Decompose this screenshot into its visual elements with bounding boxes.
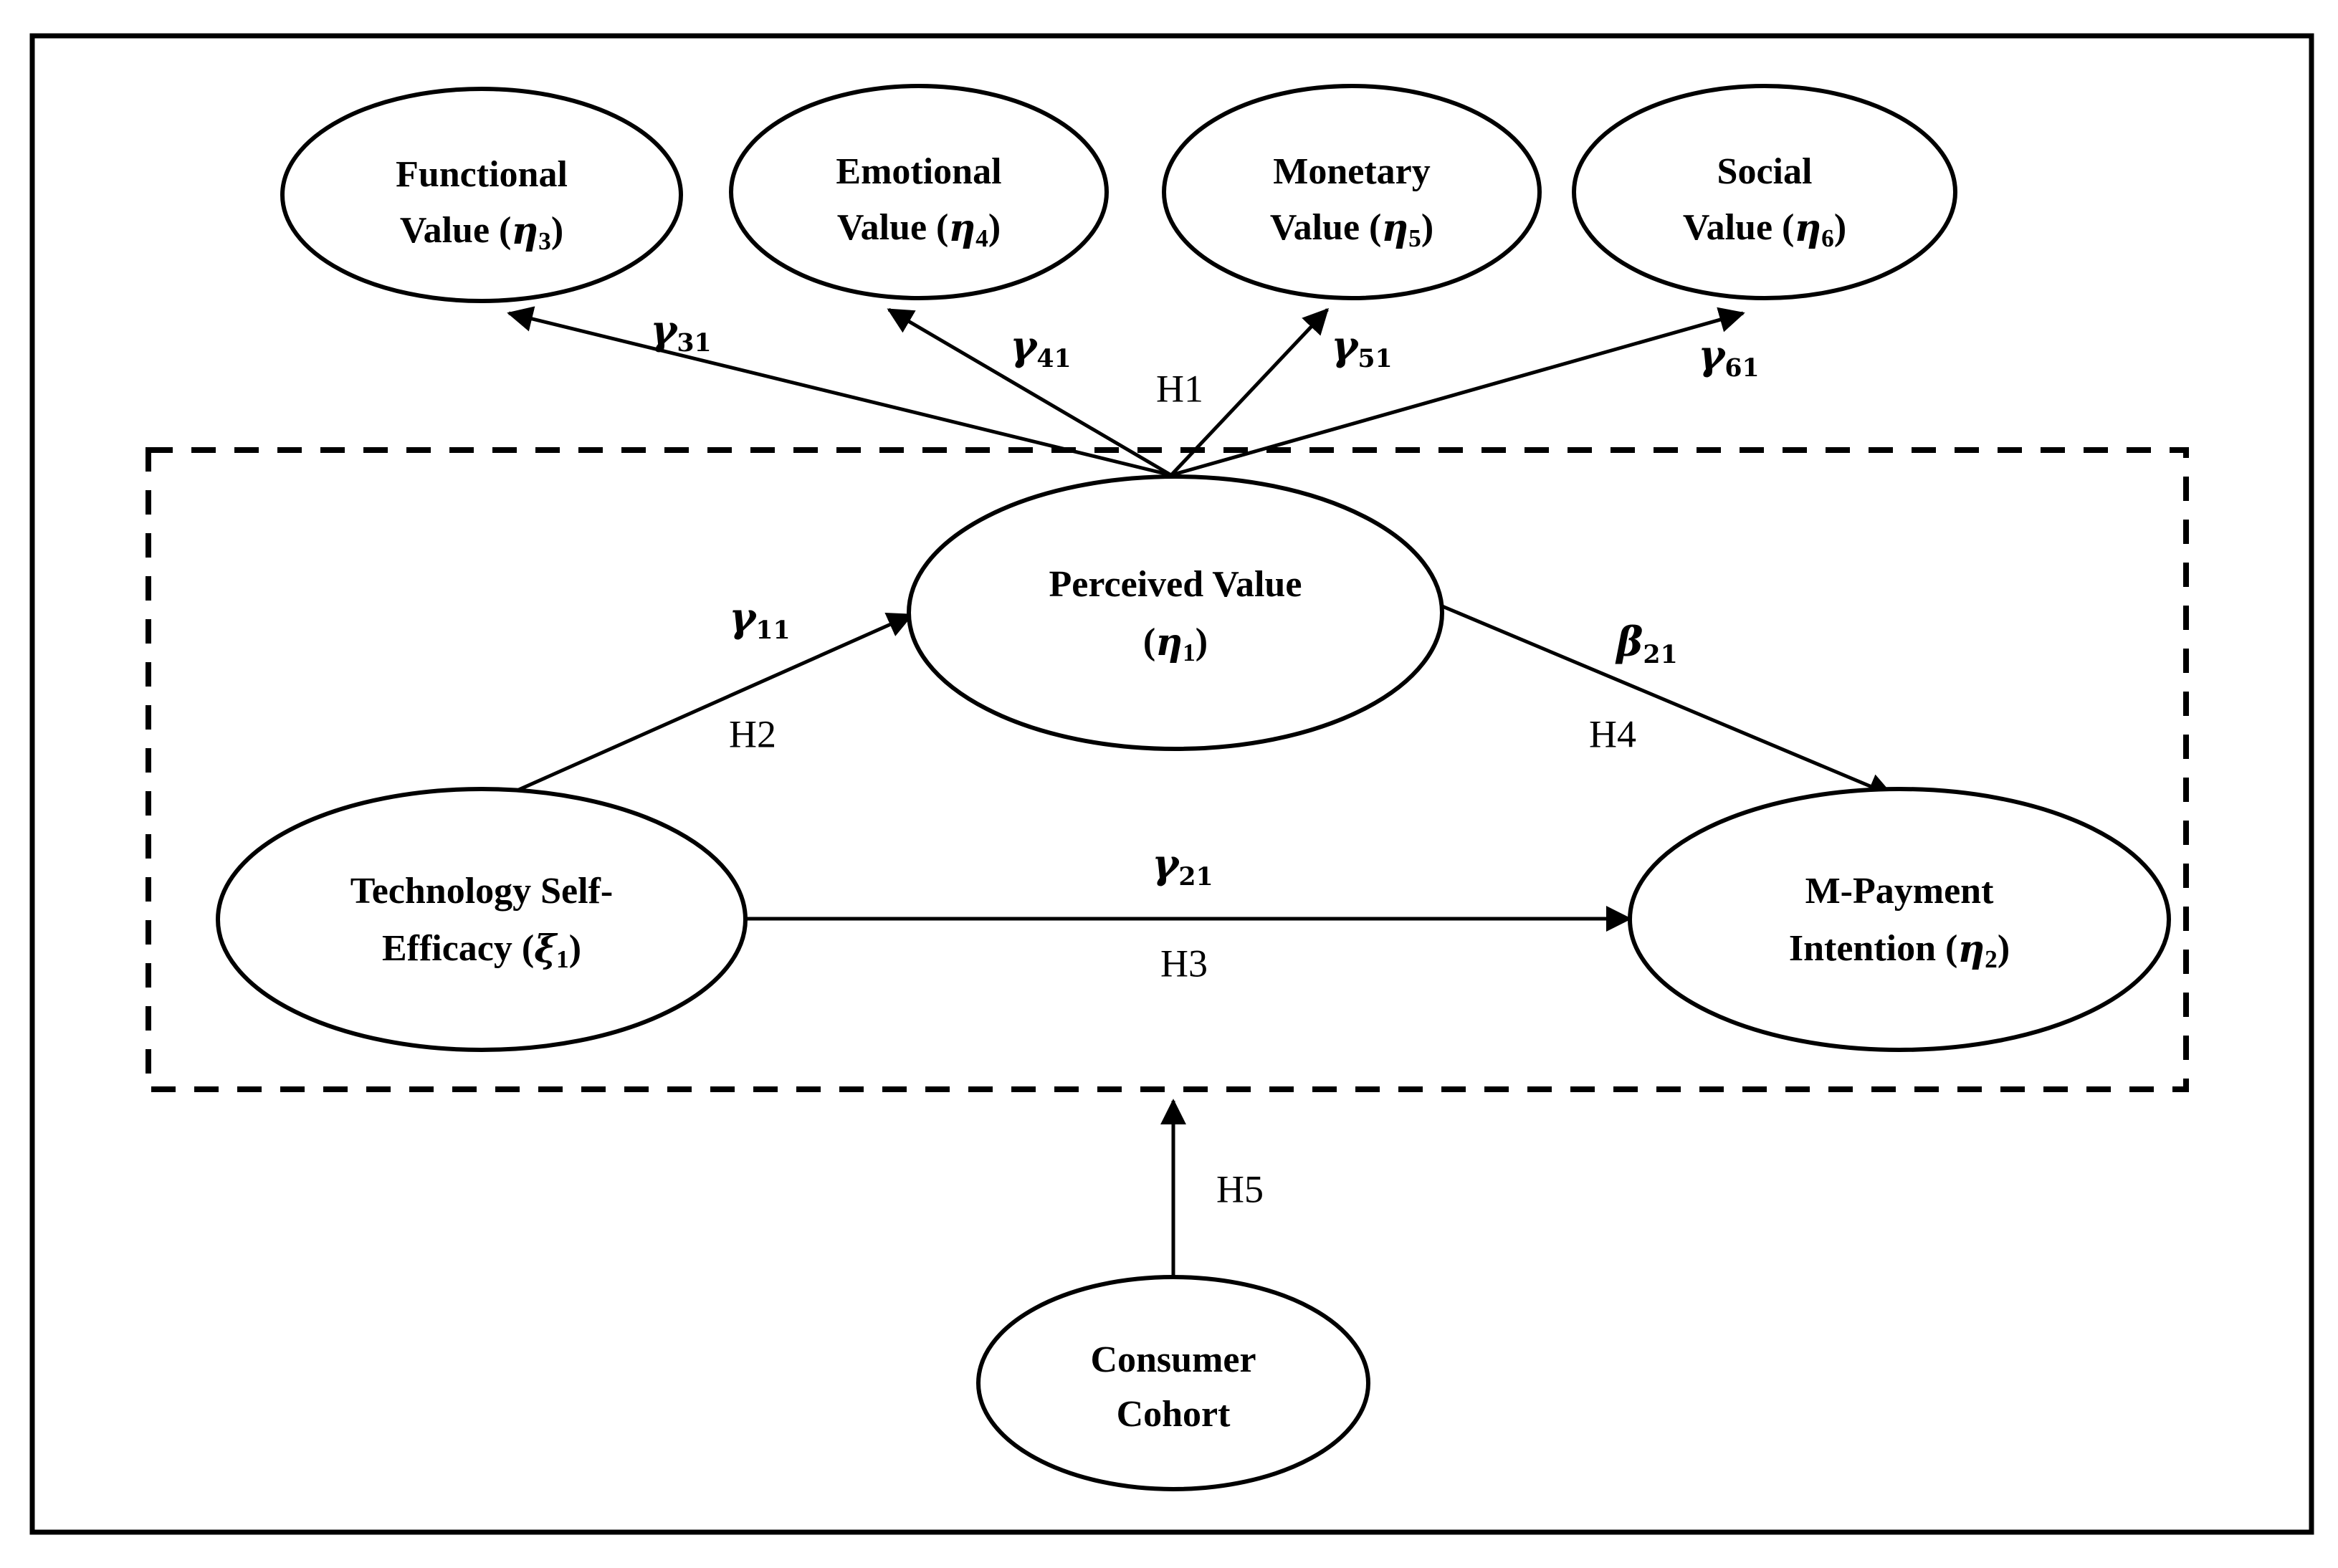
- path-line-gamma31: [507, 306, 1172, 477]
- tse-suffix: ): [569, 928, 581, 969]
- b21-sub: 21: [1643, 640, 1677, 669]
- node-technology-self-efficacy-line1: Technology Self-: [350, 871, 613, 912]
- path-label-gamma51: γ51: [1331, 322, 1392, 373]
- g31-greek: γ: [650, 307, 679, 354]
- mv-greek: η: [1381, 206, 1408, 250]
- mv-suffix: ): [1421, 207, 1433, 248]
- node-emotional-value[interactable]: [729, 84, 1109, 300]
- sv-greek: η: [1794, 206, 1821, 250]
- pv-sub: 1: [1183, 638, 1196, 666]
- tse-sub: 1: [556, 945, 569, 973]
- node-functional-value-line1: Functional: [396, 154, 568, 195]
- hypothesis-label-h2: H2: [729, 712, 776, 755]
- pv-prefix: (: [1143, 621, 1155, 662]
- path-line-gamma61: [1170, 307, 1745, 477]
- node-emotional-value-line2: Value (η4): [837, 206, 1001, 253]
- mpi-suffix: ): [1998, 928, 2010, 969]
- b21-greek: β: [1615, 618, 1643, 666]
- mpi-prefix: Intention (: [1789, 928, 1957, 969]
- mv-sub: 5: [1408, 224, 1421, 252]
- hypothesis-label-h3: H3: [1160, 942, 1208, 985]
- pv-suffix: ): [1196, 621, 1208, 662]
- path-label-gamma11: γ11: [729, 594, 790, 645]
- g11-greek: γ: [729, 594, 758, 641]
- node-social-value-line2: Value (η6): [1683, 206, 1846, 253]
- path-line-beta21: [1440, 603, 1894, 798]
- node-monetary-value-line2: Value (η5): [1270, 206, 1433, 253]
- node-perceived-value-line1: Perceived Value: [1049, 564, 1302, 605]
- hypothesis-label-h4: H4: [1589, 712, 1636, 755]
- node-consumer-cohort-line2: Cohort: [1117, 1394, 1231, 1435]
- node-consumer-cohort-line1: Consumer: [1090, 1339, 1256, 1380]
- node-perceived-value-line2: (η1): [1143, 621, 1208, 667]
- g61-greek: γ: [1698, 332, 1727, 379]
- mpi-sub: 2: [1985, 945, 1998, 973]
- path-line-gamma51: [1170, 307, 1329, 477]
- g31-sub: 31: [677, 328, 711, 358]
- node-m-payment-intention-line1: M-Payment: [1805, 871, 1994, 912]
- path-label-gamma21: γ21: [1152, 841, 1213, 891]
- ev-greek: η: [948, 206, 975, 250]
- node-functional-value-line2: Value (η3): [400, 209, 563, 256]
- node-m-payment-intention[interactable]: [1628, 787, 2171, 1052]
- sv-prefix: Value (: [1683, 207, 1795, 248]
- g21-sub: 21: [1178, 862, 1213, 891]
- node-m-payment-intention-line2: Intention (η2): [1789, 927, 2010, 974]
- ev-prefix: Value (: [837, 207, 949, 248]
- dashed-model-boundary: [145, 447, 2189, 1092]
- g51-greek: γ: [1331, 322, 1360, 370]
- path-line-gamma41: [887, 307, 1173, 477]
- g41-greek: γ: [1010, 322, 1039, 370]
- g21-greek: γ: [1152, 841, 1180, 888]
- figure-border: [29, 33, 2314, 1535]
- path-label-gamma41: γ41: [1010, 322, 1071, 373]
- g41-sub: 41: [1036, 344, 1071, 373]
- path-label-gamma31: γ31: [650, 307, 711, 358]
- node-consumer-cohort[interactable]: [976, 1275, 1370, 1491]
- node-perceived-value[interactable]: [907, 474, 1444, 751]
- node-monetary-value-line1: Monetary: [1273, 151, 1430, 192]
- node-emotional-value-line1: Emotional: [836, 151, 1001, 192]
- mpi-greek: η: [1957, 927, 1985, 971]
- node-technology-self-efficacy-line2: Efficacy (ξ1): [382, 927, 581, 974]
- hypothesis-label-h5: H5: [1216, 1167, 1264, 1210]
- fv-suffix: ): [551, 210, 563, 251]
- g11-sub: 11: [755, 616, 790, 645]
- path-label-beta21: β21: [1615, 618, 1678, 669]
- tse-greek: ξ: [534, 927, 558, 971]
- node-social-value[interactable]: [1572, 84, 1957, 300]
- node-functional-value[interactable]: [280, 87, 683, 303]
- sv-suffix: ): [1834, 207, 1846, 248]
- node-social-value-line1: Social: [1717, 151, 1813, 192]
- fv-sub: 3: [538, 226, 551, 255]
- mv-prefix: Value (: [1270, 207, 1382, 248]
- ev-sub: 4: [975, 224, 988, 252]
- g51-sub: 51: [1358, 344, 1392, 373]
- tse-prefix: Efficacy (: [382, 928, 534, 969]
- node-technology-self-efficacy[interactable]: [216, 787, 748, 1052]
- node-monetary-value[interactable]: [1162, 84, 1542, 300]
- g61-sub: 61: [1724, 353, 1759, 383]
- path-label-gamma61: γ61: [1698, 332, 1759, 383]
- fv-greek: η: [511, 209, 538, 253]
- hypothesis-label-h1: H1: [1156, 367, 1203, 410]
- pv-greek: η: [1155, 621, 1183, 664]
- sv-sub: 6: [1821, 224, 1834, 252]
- path-line-gamma11: [480, 613, 914, 808]
- fv-prefix: Value (: [400, 210, 512, 251]
- ev-suffix: ): [988, 207, 1001, 248]
